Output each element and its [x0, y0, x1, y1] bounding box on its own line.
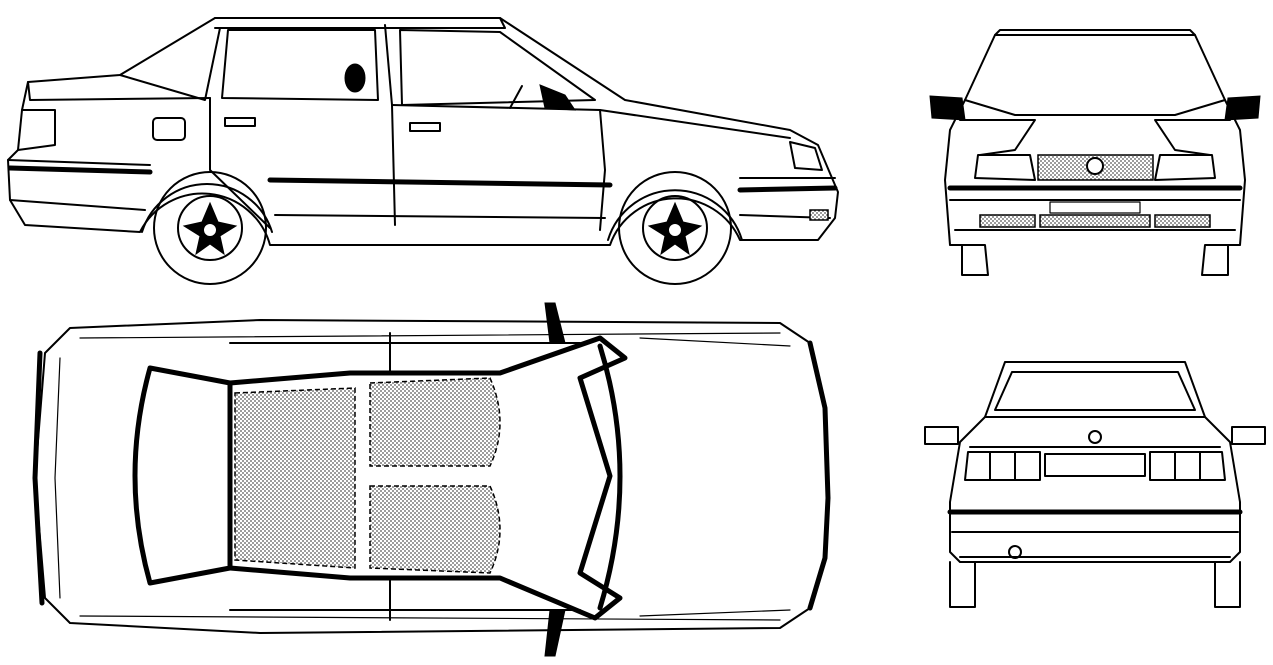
rear-right-tail-light	[1149, 451, 1226, 481]
wheel-icon	[153, 171, 267, 285]
mirror-icon	[1231, 426, 1266, 445]
top-view	[20, 298, 840, 663]
side-trunk-lid	[27, 81, 211, 101]
vw-badge-icon	[1088, 430, 1102, 444]
mirror-icon	[929, 95, 966, 121]
vw-badge-icon	[1086, 157, 1104, 175]
side-body-outline	[7, 17, 839, 246]
side-front-door	[391, 104, 606, 231]
side-rear-window	[221, 29, 379, 101]
mirror-icon	[544, 302, 566, 344]
rear-left-wheel	[949, 561, 976, 608]
front-hood	[959, 119, 1231, 156]
front-bumper-lower	[949, 199, 1241, 231]
top-front-right-seat	[369, 485, 501, 574]
rear-body-outline	[949, 416, 1241, 563]
side-rocker-panel	[274, 214, 606, 219]
top-roof	[227, 335, 628, 621]
front-left-fog-light	[979, 214, 1036, 228]
side-view-drawing	[7, 17, 839, 285]
top-rear-window	[132, 365, 233, 586]
top-side-glass	[229, 332, 581, 621]
side-hood-line	[599, 109, 791, 139]
top-hood	[639, 337, 791, 617]
front-center-intake	[1039, 214, 1151, 228]
wheel-icon	[618, 171, 732, 285]
front-right-fog-light	[1154, 214, 1211, 228]
rear-window	[984, 361, 1206, 418]
front-roof-edge	[994, 29, 1196, 36]
mirror-icon	[1224, 95, 1261, 121]
side-protection-strip	[7, 165, 838, 193]
front-windscreen	[964, 34, 1226, 116]
front-view-drawing	[929, 29, 1261, 276]
rear-right-wheel	[1214, 561, 1241, 608]
side-rear-pillar	[119, 27, 221, 101]
rear-exhaust	[1008, 545, 1022, 559]
top-rear-bench	[234, 387, 356, 569]
side-rear-wheel-arch	[141, 182, 273, 233]
side-front-door-handle	[409, 122, 441, 132]
front-left-headlight	[974, 154, 1036, 181]
mirror-icon	[544, 609, 566, 657]
side-tail-light	[17, 109, 56, 151]
front-right-headlight	[1154, 154, 1216, 181]
side-rear-door	[209, 97, 271, 229]
side-roof-line	[214, 17, 506, 29]
top-windscreen	[597, 343, 623, 611]
side-b-pillar	[384, 24, 396, 226]
rear-left-tail-light	[964, 451, 1041, 481]
rear-bumper-lower	[951, 531, 1239, 558]
side-rear-bumper	[7, 159, 151, 211]
side-rear-door-handle	[224, 117, 256, 127]
rear-license-plate	[1044, 453, 1146, 477]
front-plate-area	[1049, 201, 1141, 214]
rear-window-glass	[994, 371, 1196, 411]
side-steering-wheel	[509, 85, 523, 109]
side-view	[0, 0, 860, 300]
front-view	[920, 20, 1270, 290]
side-rear-headrest	[344, 63, 366, 93]
side-fog-light	[809, 209, 829, 221]
rear-view-drawing	[924, 361, 1266, 608]
mirror-icon	[924, 426, 959, 445]
top-inner-outline	[54, 332, 781, 621]
side-front-headrest	[539, 84, 576, 111]
side-fuel-cap	[152, 117, 186, 141]
side-headlight	[789, 141, 823, 171]
top-view-drawing	[32, 302, 831, 657]
rear-view	[920, 352, 1270, 617]
front-body-outline	[944, 99, 1246, 276]
top-front-left-seat	[369, 377, 501, 467]
side-front-window	[399, 29, 596, 106]
top-outer-thick-edge	[32, 340, 831, 611]
